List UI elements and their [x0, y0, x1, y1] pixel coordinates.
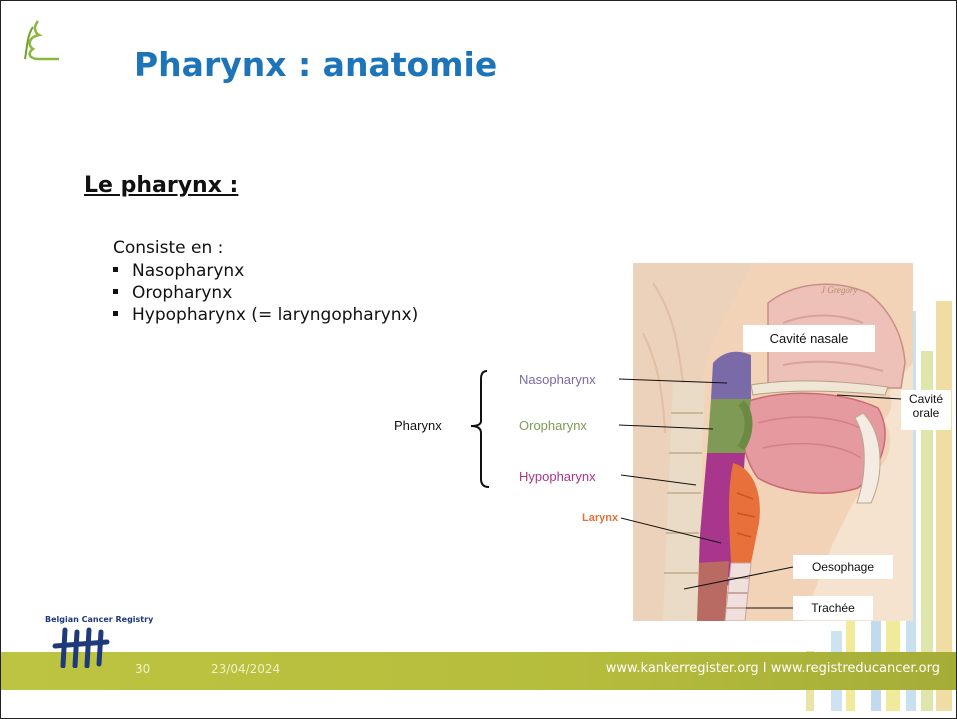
label-hypopharynx: Hypopharynx [519, 469, 596, 484]
pharynx-bracket [471, 371, 489, 487]
pharynx-bracket-label: Pharynx [394, 418, 442, 433]
label-nasopharynx: Nasopharynx [519, 372, 596, 387]
footer-url[interactable]: www.kankerregister.org I www.registreduc… [606, 661, 940, 676]
label-oesophage: Oesophage [793, 555, 893, 579]
label-cavite-orale: Cavité orale [901, 390, 951, 430]
label-trachee: Trachée [793, 596, 873, 620]
logo-text: Belgian Cancer Registry [45, 615, 153, 624]
label-oropharynx: Oropharynx [519, 418, 587, 433]
page-number: 30 [135, 662, 150, 676]
footer-date: 23/04/2024 [211, 662, 280, 676]
label-cavite-nasale: Cavité nasale [743, 325, 875, 352]
belgian-cancer-registry-logo-icon [51, 626, 111, 668]
label-larynx: Larynx [582, 512, 618, 524]
